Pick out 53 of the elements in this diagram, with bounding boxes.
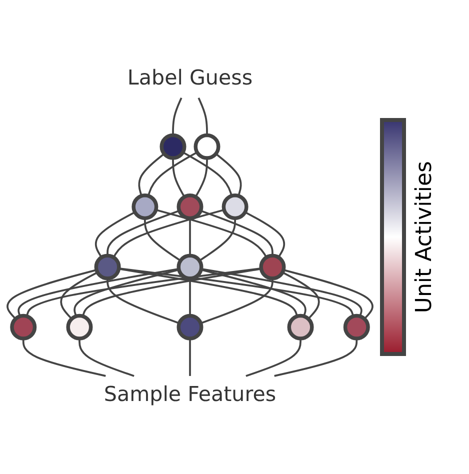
connector bbox=[189, 338, 191, 376]
connector bbox=[147, 152, 198, 196]
connector bbox=[82, 268, 262, 317]
connector bbox=[156, 209, 268, 258]
connector bbox=[283, 269, 374, 320]
color-scale-bar bbox=[380, 118, 406, 356]
node-circle bbox=[160, 133, 186, 160]
connector bbox=[106, 278, 180, 324]
node-circle bbox=[222, 194, 248, 220]
connector bbox=[26, 268, 262, 317]
connector bbox=[172, 158, 186, 198]
connector bbox=[194, 158, 208, 198]
connector bbox=[198, 218, 236, 262]
node-circle bbox=[259, 254, 286, 280]
node-circle bbox=[176, 314, 204, 341]
connector bbox=[274, 338, 358, 377]
connector bbox=[200, 268, 306, 317]
node-circle bbox=[132, 194, 158, 220]
connector bbox=[118, 268, 298, 317]
connector bbox=[189, 218, 191, 256]
connector bbox=[106, 210, 180, 256]
node-circle bbox=[66, 314, 93, 341]
connector bbox=[244, 211, 286, 258]
connector bbox=[22, 338, 106, 377]
node-circle bbox=[343, 314, 370, 341]
node-text: Sample Features bbox=[104, 384, 276, 407]
connector bbox=[246, 338, 302, 377]
connector bbox=[144, 218, 182, 262]
connector bbox=[172, 98, 182, 136]
connector bbox=[18, 268, 179, 317]
node-text: Label Guess bbox=[127, 67, 253, 90]
node-circle bbox=[176, 254, 204, 280]
node-circle bbox=[94, 254, 121, 280]
connector bbox=[6, 269, 97, 320]
connector bbox=[200, 278, 274, 324]
connector bbox=[112, 209, 224, 258]
connector bbox=[215, 153, 242, 196]
node-circle bbox=[10, 314, 37, 341]
connector bbox=[182, 152, 233, 196]
connector bbox=[282, 272, 320, 320]
connector bbox=[78, 338, 134, 377]
node-circle bbox=[287, 314, 314, 341]
connector bbox=[74, 268, 180, 317]
connector bbox=[60, 272, 98, 320]
connector bbox=[138, 153, 165, 196]
connector bbox=[94, 211, 136, 258]
connector bbox=[118, 268, 354, 317]
connector bbox=[200, 210, 274, 256]
node-circle bbox=[194, 133, 220, 160]
connector bbox=[198, 98, 208, 136]
connector bbox=[201, 268, 362, 317]
node-circle bbox=[176, 194, 204, 220]
axis-label: Unit Activities bbox=[412, 160, 437, 314]
